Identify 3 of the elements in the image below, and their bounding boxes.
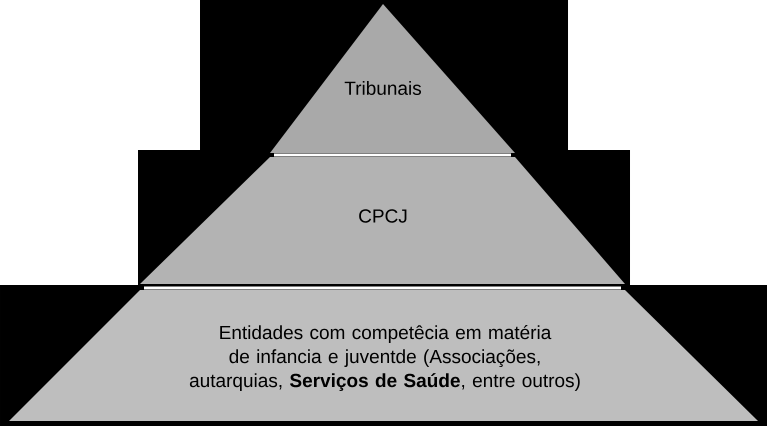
pyramid-tier: Entidades com competêcia em matéria de infancia e juventde (Associações, autarquias, Serviços de Saúde, entre outros) [9,286,758,421]
pyramid-tier: CPCJ [140,154,625,284]
pyramid-tier: Tribunais [270,4,515,153]
